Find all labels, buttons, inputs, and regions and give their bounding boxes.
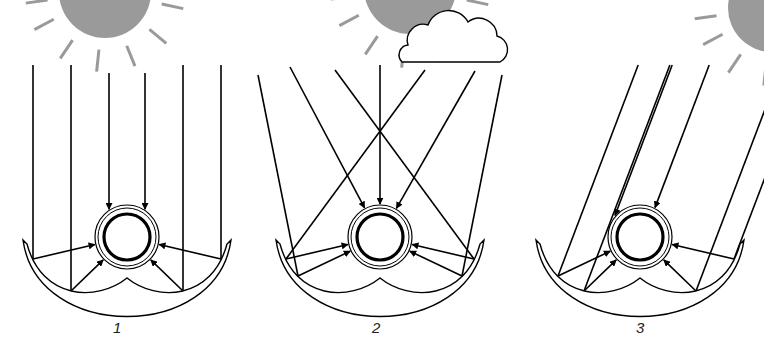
glass-envelope-inner (351, 208, 409, 266)
light-ray (584, 260, 616, 291)
light-ray (182, 65, 184, 291)
absorber-tube (617, 214, 663, 260)
light-ray (412, 245, 474, 259)
light-ray (655, 65, 709, 208)
cloud (399, 11, 507, 62)
sun-ray (60, 40, 72, 58)
light-ray (664, 260, 696, 291)
light-ray (33, 245, 95, 259)
sun-ray (34, 19, 53, 29)
sun-ray (695, 16, 717, 19)
glass-envelope (608, 205, 672, 269)
sun-ray (703, 34, 722, 44)
sun-ray (728, 54, 740, 72)
light-ray (396, 71, 475, 208)
light-ray (159, 245, 221, 259)
sun-disk (728, 0, 764, 52)
sun-ray (467, 0, 489, 5)
light-ray (672, 245, 734, 259)
glass-envelope-inner (611, 208, 669, 266)
sun-ray (339, 15, 358, 25)
light-ray (71, 260, 103, 291)
light-ray (70, 65, 72, 291)
sun (26, 0, 183, 72)
light-ray (696, 65, 764, 291)
sun-ray (365, 36, 377, 54)
absorber-tube (357, 214, 403, 260)
sun-ray (127, 46, 135, 66)
sun (695, 0, 764, 86)
light-ray (734, 65, 764, 259)
light-ray (151, 260, 183, 291)
light-ray (32, 65, 34, 259)
absorber-tube (104, 214, 150, 260)
sun-ray (162, 4, 184, 9)
sun-ray (97, 50, 99, 72)
rays (258, 65, 502, 276)
sun-disk (59, 0, 151, 38)
rays (33, 65, 221, 291)
glass-envelope (348, 205, 412, 269)
collector (536, 65, 764, 317)
light-ray (144, 73, 146, 209)
light-ray (290, 67, 365, 208)
sun-ray (26, 0, 48, 3)
figure-number: 3 (636, 320, 644, 335)
light-ray (286, 245, 348, 259)
light-ray (108, 73, 110, 209)
collector (23, 65, 231, 317)
light-ray (379, 65, 381, 204)
light-ray (615, 65, 672, 215)
sun-ray (149, 29, 166, 43)
glass-envelope-inner (98, 208, 156, 266)
figure-number: 2 (372, 320, 380, 335)
light-ray (220, 65, 222, 259)
collector (258, 65, 502, 317)
glass-envelope (95, 205, 159, 269)
figure-number: 1 (113, 320, 121, 335)
rays (558, 65, 764, 291)
